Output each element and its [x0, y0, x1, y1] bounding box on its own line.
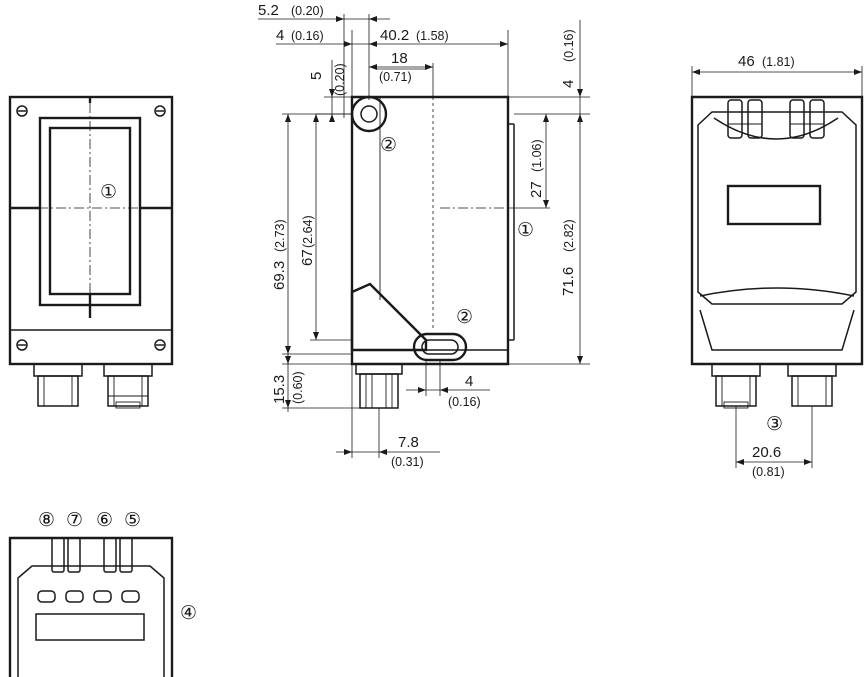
- callout-1-front: ①: [100, 181, 117, 203]
- rear-connector-left: [711, 363, 761, 409]
- front-screw-top-right: [154, 105, 166, 117]
- rear-housing-outline: [690, 95, 864, 366]
- front-screw-bottom-left: [16, 339, 28, 351]
- dim-7-8-value: 7.8: [398, 434, 419, 451]
- rear-hood: [697, 111, 857, 305]
- detail-button-2: [67, 537, 81, 573]
- callout-6: ⑥: [96, 509, 113, 531]
- detail-hood: [17, 565, 165, 677]
- dim-4-right-value: 4: [560, 80, 577, 88]
- rear-lower-band: [699, 309, 855, 351]
- side-dimensions: 5.2 (0.20) 4 (0.16) 40.2 (1.58) 18 (0.71…: [258, 2, 590, 469]
- rear-cable-gland-left: [727, 99, 763, 139]
- callout-8: ⑧: [38, 509, 55, 531]
- rear-hood-curve: [713, 117, 839, 140]
- detail-led-2: [65, 590, 84, 603]
- side-mount-boss-top: [350, 95, 388, 133]
- front-housing-outline: [8, 95, 174, 366]
- dim-5-inch: (0.20): [333, 63, 347, 96]
- callout-1-side: ①: [517, 219, 534, 241]
- dim-46-inch: (1.81): [762, 55, 795, 69]
- callout-2-bottom: ②: [456, 306, 473, 328]
- detail-view: ⑧ ⑦ ⑥ ⑤ ④: [8, 509, 197, 677]
- detail-led-4: [121, 590, 140, 603]
- detail-led-1: [37, 590, 56, 603]
- dim-67-inch: (2.64): [301, 215, 315, 248]
- dim-46-value: 46: [738, 53, 755, 70]
- dim-27-inch: (1.06): [530, 139, 544, 172]
- detail-button-1: [51, 537, 65, 573]
- dim-20-6-value: 20.6: [752, 444, 781, 461]
- rear-connector-right: [787, 363, 837, 407]
- dim-5-2-value: 5.2: [258, 2, 279, 19]
- dim-67-value: 67: [299, 249, 316, 266]
- dim-4-right-inch: (0.16): [562, 29, 576, 62]
- dim-4-bottom-value: 4: [465, 373, 473, 390]
- front-screw-top-left: [16, 105, 28, 117]
- detail-button-3: [103, 537, 117, 573]
- side-connector: [355, 363, 403, 409]
- dim-40-2-inch: (1.58): [416, 29, 449, 43]
- dim-20-6-inch: (0.81): [752, 465, 785, 479]
- side-mount-hole-top: [360, 105, 378, 123]
- dim-18-value: 18: [391, 50, 408, 67]
- dim-40-2-value: 40.2: [380, 27, 409, 44]
- dim-71-6-value: 71.6: [560, 267, 577, 296]
- dim-4-top-value: 4: [276, 27, 284, 44]
- front-view: ①: [8, 95, 174, 409]
- rear-cable-gland-right: [789, 99, 825, 139]
- side-mount-slot-inner: [421, 339, 459, 355]
- dim-5-value: 5: [308, 72, 325, 80]
- rear-display: [726, 184, 822, 226]
- detail-button-4: [119, 537, 133, 573]
- front-connector-right: [103, 363, 153, 409]
- dim-27-value: 27: [528, 181, 545, 198]
- detail-display: [35, 613, 145, 641]
- dim-4-top-inch: (0.16): [291, 29, 324, 43]
- dim-4-bottom-inch: (0.16): [448, 395, 481, 409]
- callout-3: ③: [766, 413, 783, 435]
- callout-7: ⑦: [66, 509, 83, 531]
- dim-15-3-value: 15.3: [271, 375, 288, 404]
- front-screw-bottom-right: [154, 339, 166, 351]
- dim-15-3-inch: (0.60): [291, 371, 305, 404]
- callout-4: ④: [180, 602, 197, 624]
- dim-69-3-inch: (2.73): [273, 219, 287, 252]
- callout-2-top: ②: [380, 134, 397, 156]
- dim-18-inch: (0.71): [379, 70, 412, 84]
- detail-housing-outline: [8, 536, 174, 677]
- detail-led-3: [93, 590, 112, 603]
- dim-5-2-inch: (0.20): [291, 4, 324, 18]
- dim-7-8-inch: (0.31): [391, 455, 424, 469]
- dim-69-3-value: 69.3: [271, 261, 288, 290]
- rear-view: ③ 46 (1.81) 20.6 (0.81): [690, 53, 864, 479]
- side-housing-outline: [350, 95, 510, 366]
- callout-5: ⑤: [124, 509, 141, 531]
- side-view: ② ② ①: [350, 95, 534, 409]
- front-connector-left: [33, 363, 83, 407]
- rear-lower-curve: [699, 287, 855, 297]
- dim-71-6-inch: (2.82): [562, 219, 576, 252]
